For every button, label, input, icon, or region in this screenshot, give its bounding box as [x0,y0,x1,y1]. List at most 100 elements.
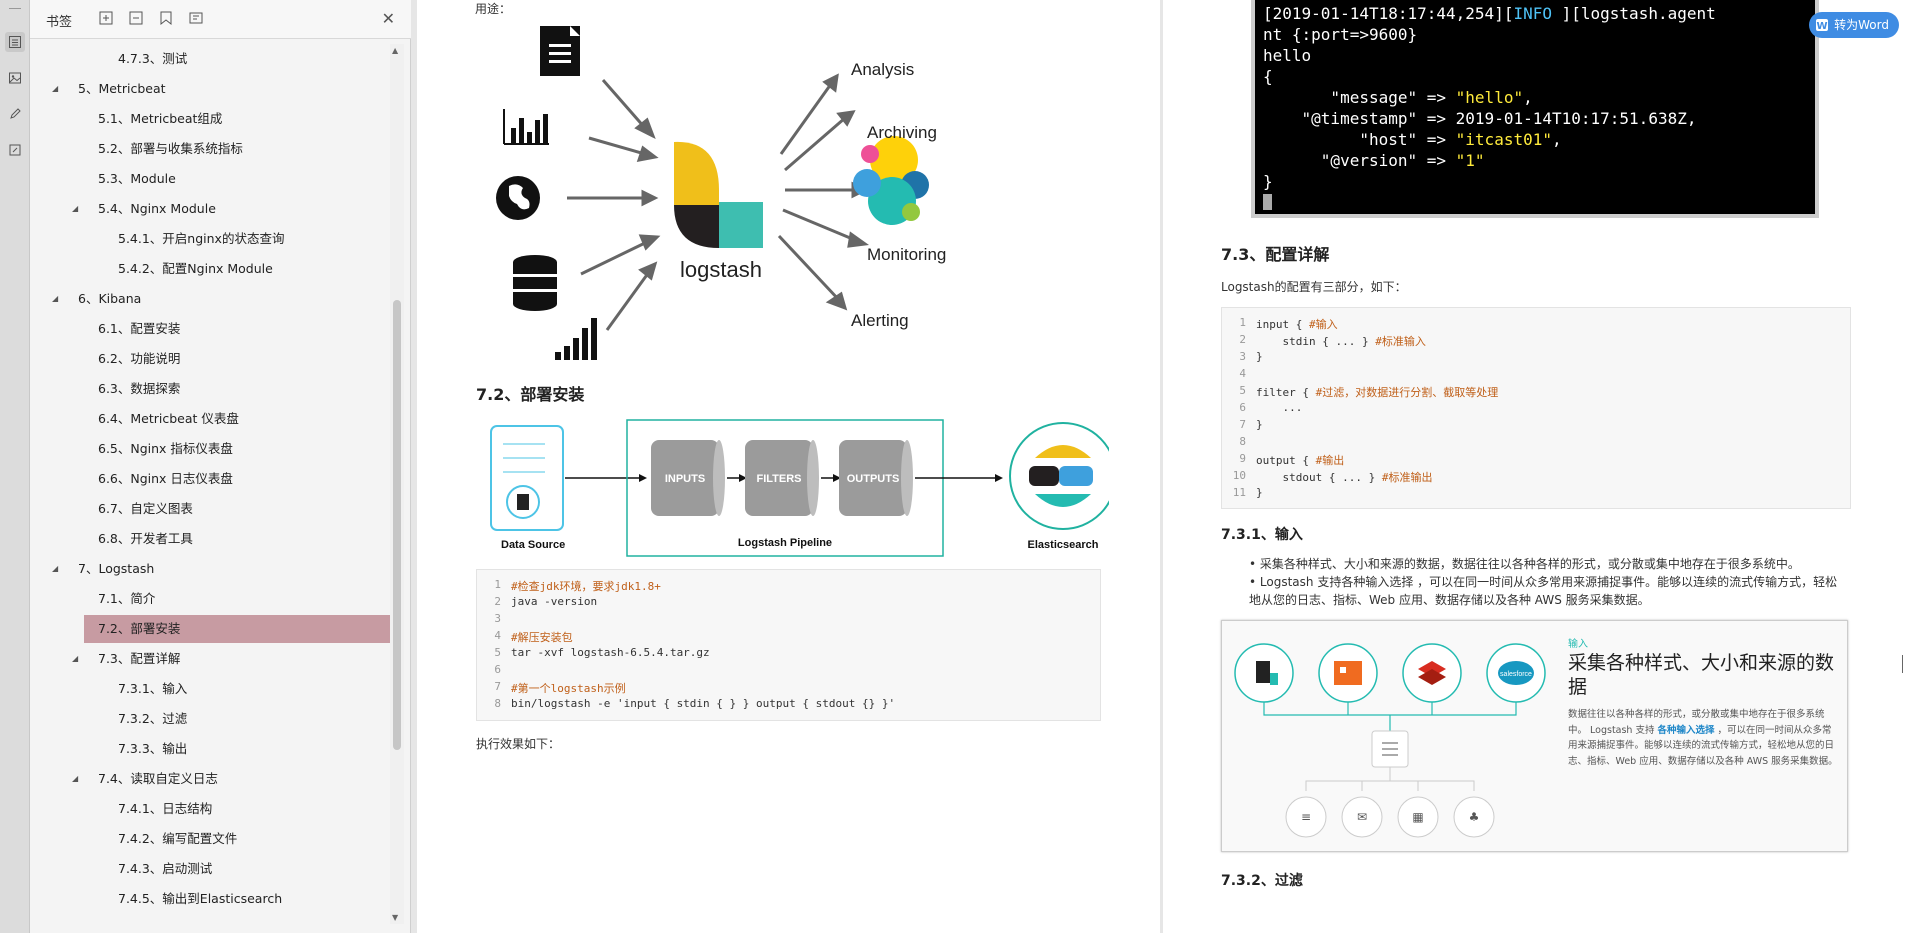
bookmark-item[interactable]: 6.8、开发者工具 [30,525,390,553]
add-bookmark-icon[interactable] [158,10,174,26]
collapse-triangle-icon[interactable]: ◢ [52,84,59,93]
bookmark-item[interactable]: 7.3.2、过滤 [30,705,390,733]
figure-body-text: 数据往往以各种各样的形式，或分散或集中地存在于很多系统中。 Logstash 支… [1568,709,1825,736]
panel-header: 书签 ✕ [30,0,411,39]
terminal-text: { [1263,67,1273,86]
bookmark-item[interactable]: 7.4.1、日志结构 [30,795,390,823]
bookmark-item[interactable]: 6.6、Nginx 日志仪表盘 [30,465,390,493]
section-title-deploy: 7.2、部署安装 [476,385,585,404]
code-comment: #标准输入 [1375,335,1426,348]
collapse-triangle-icon[interactable]: ◢ [72,654,79,663]
usage-label: 用途： [475,2,512,16]
collapse-triangle-icon[interactable]: ◢ [72,774,79,783]
scroll-down-icon[interactable]: ▼ [392,913,399,922]
thumbnail-icon[interactable] [5,68,25,88]
bookmark-label: 5.3、Module [98,171,176,186]
terminal-cursor [1263,194,1272,210]
terminal-line: } [1263,172,1273,191]
terminal-line: "@version" => "1" [1263,151,1485,170]
bookmark-item[interactable]: 7.4.3、启动测试 [30,855,390,883]
code-line: bin/logstash -e 'input { stdin { } } out… [511,697,896,710]
bookmark-item[interactable]: ◢5、Metricbeat [30,75,390,103]
annotation-icon[interactable] [5,104,25,124]
stage-filters [745,440,819,516]
terminal-text: , [1523,88,1533,107]
line-number: 2 [494,595,501,608]
scroll-up-icon[interactable]: ▲ [392,46,399,55]
bookmark-item[interactable]: 5.4.1、开启nginx的状态查询 [30,225,390,253]
bookmark-item[interactable]: 5.2、部署与收集系统指标 [30,135,390,163]
terminal-text: [2019-01-14T18:17:44,254][ [1263,4,1514,23]
bookmark-item[interactable]: 5.4.2、配置Nginx Module [30,255,390,283]
bookmark-item[interactable]: ◢5.4、Nginx Module [30,195,390,223]
line-number: 6 [1239,401,1246,414]
output-label-analysis: Analysis [851,60,914,79]
panel-scrollbar[interactable]: ▲ ▼ [390,44,404,924]
line-number: 9 [1239,452,1246,465]
bookmark-item[interactable]: 7.3.3、输出 [30,735,390,763]
line-number: 5 [1239,384,1246,397]
line-number: 7 [1239,418,1246,431]
bookmark-item[interactable]: 6.5、Nginx 指标仪表盘 [30,435,390,463]
bookmark-item[interactable]: 6.3、数据探索 [30,375,390,403]
bookmark-label: 5.1、Metricbeat组成 [98,111,223,126]
data-source-label: Data Source [501,539,565,551]
figure-body-link[interactable]: 各种输入选择 [1657,724,1715,736]
subsection-title-filter: 7.3.2、过滤 [1221,873,1303,889]
bookmark-options-icon[interactable] [188,10,204,26]
bookmark-item[interactable]: 6.7、自定义图表 [30,495,390,523]
code-text: ... [1256,401,1303,414]
expand-all-icon[interactable] [98,10,114,26]
collapse-all-icon[interactable] [128,10,144,26]
bookmark-item[interactable]: 5.3、Module [30,165,390,193]
terminal-line: [2019-01-14T18:17:44,254][INFO ][logstas… [1263,4,1716,23]
output-label-alerting: Alerting [851,311,909,330]
terminal-line: { [1263,67,1273,86]
bookmark-item[interactable]: ◢7、Logstash [30,555,390,583]
collapse-triangle-icon[interactable]: ◢ [72,204,79,213]
bookmark-panel-icon[interactable] [5,32,25,52]
line-number: 1 [494,578,501,591]
terminal-text: "1" [1455,151,1485,170]
bookmark-item[interactable]: 7.4.5、输出到Elasticsearch [30,885,390,913]
bookmark-item[interactable]: ◢6、Kibana [30,285,390,313]
bookmark-item[interactable]: 6.2、功能说明 [30,345,390,373]
terminal-text: hello [1263,46,1312,65]
document-page-right: [2019-01-14T18:17:44,254][INFO ][logstas… [1163,0,1907,933]
bookmark-item[interactable]: 5.1、Metricbeat组成 [30,105,390,133]
collapse-triangle-icon[interactable]: ◢ [52,294,59,303]
figure-body-text-2: ，可以在同一时间从众多常用来源捕捉事件。能够以连续的流式传输方式，轻松地从您的日… [1568,724,1838,767]
signal-icon [555,318,597,360]
terminal-line: hello [1263,46,1311,65]
bookmark-item[interactable]: 7.4.2、编写配置文件 [30,825,390,853]
code-text: } [1256,418,1263,431]
bookmark-item[interactable]: 4.7.3、测试 [30,45,390,73]
close-panel-button[interactable]: ✕ [381,9,395,28]
convert-to-word-button[interactable]: W 转为Word [1809,12,1899,38]
bookmark-item[interactable]: 6.4、Metricbeat 仪表盘 [30,405,390,433]
bookmark-item[interactable]: ◢7.4、读取自定义日志 [30,765,390,793]
bookmark-item[interactable]: ◢7.3、配置详解 [30,645,390,673]
result-label: 执行效果如下： [476,737,561,751]
storage-icon: ▦ [1412,810,1423,824]
code-line: tar -xvf logstash-6.5.4.tar.gz [511,646,710,659]
bookmark-item[interactable]: 6.1、配置安装 [30,315,390,343]
bookmark-label: 6.1、配置安装 [98,321,181,336]
bookmark-item[interactable]: 7.2、部署安装 [84,615,390,643]
hadoop-icon: ♣ [1469,810,1480,824]
terminal-output: [2019-01-14T18:17:44,254][INFO ][logstas… [1251,0,1819,218]
bookmark-item[interactable]: 7.1、简介 [30,585,390,613]
collapse-triangle-icon[interactable]: ◢ [52,564,59,573]
line-number: 3 [494,612,501,625]
attachment-icon[interactable] [5,140,25,160]
bookmark-item[interactable]: 7.3.1、输入 [30,675,390,703]
scrollbar-thumb[interactable] [393,300,401,750]
code-comment: #过滤，对数据进行分割、截取等处理 [1315,386,1499,399]
bookmark-label: 6.6、Nginx 日志仪表盘 [98,471,233,486]
line-number: 3 [1239,350,1246,363]
bookmarks-panel: 书签 ✕ 4.7.3、测试◢5、Metricbeat 5.1、Metricbeat… [30,0,411,933]
line-number: 10 [1232,469,1246,482]
stage-inputs [651,440,725,516]
